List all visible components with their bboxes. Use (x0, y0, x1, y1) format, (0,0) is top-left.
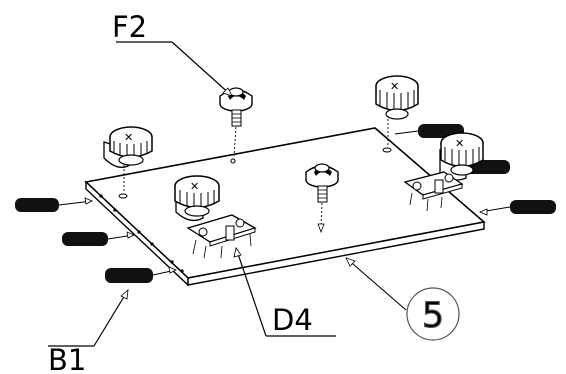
dowel-left-middle (62, 231, 135, 246)
hinge-plate-right (403, 171, 464, 212)
board-panel (84, 127, 486, 287)
dowel-left-upper (15, 197, 93, 212)
cam-lock-front-left: ✕ (174, 175, 220, 222)
label-b1: B1 (48, 343, 86, 374)
callout-step: 5 (345, 257, 460, 341)
label-d4: D4 (272, 303, 313, 337)
cam-lock-left-back: ✕ (103, 126, 153, 199)
svg-text:✕: ✕ (190, 180, 199, 193)
hinge-plate-front (186, 214, 257, 259)
dowel-left-lower (105, 266, 177, 283)
label-f2: F2 (112, 10, 147, 44)
svg-text:✕: ✕ (455, 137, 464, 150)
cam-lock-right-back: ✕ (375, 75, 419, 153)
svg-text:✕: ✕ (390, 80, 399, 93)
edge-holes (99, 194, 184, 273)
dowel-group (15, 124, 556, 283)
callout-f2: F2 (112, 10, 233, 97)
step-circle (406, 287, 460, 341)
cam-bolt-center (305, 163, 339, 234)
svg-text:✕: ✕ (124, 131, 133, 144)
callout-d4: D4 (233, 247, 336, 337)
dowel-right-bottom (478, 200, 556, 216)
step-number: 5 (422, 296, 444, 336)
cam-lock-right-front: ✕ (439, 132, 484, 181)
callout-b1: B1 (48, 289, 129, 374)
